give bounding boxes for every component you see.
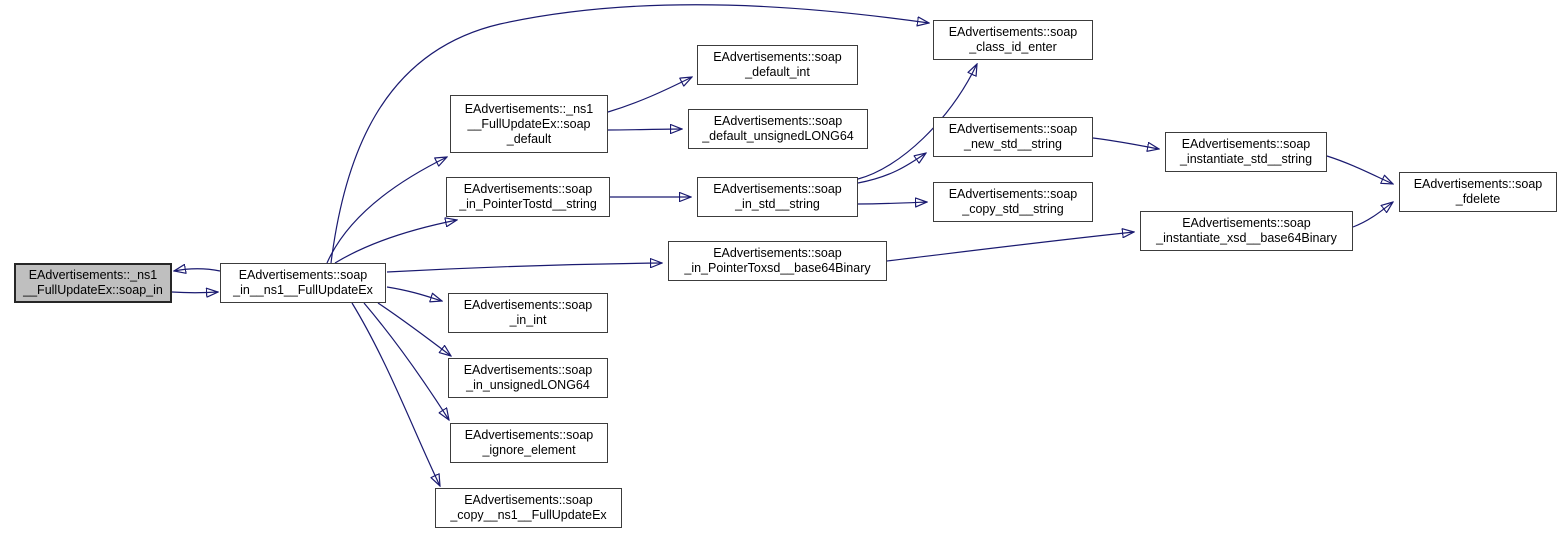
node-label-line: _fdelete: [1455, 192, 1501, 206]
edge-hub-to-copy-ns1-fullupdateex: [351, 302, 440, 486]
node-soap-copy-std-string[interactable]: EAdvertisements::soap _copy_std__string: [933, 182, 1093, 222]
node-soap-in-pointertoxsd-base64binary[interactable]: EAdvertisements::soap _in_PointerToxsd__…: [668, 241, 887, 281]
node-label-line: _in_std__string: [735, 197, 820, 211]
node-label-line: EAdvertisements::soap: [1413, 177, 1543, 191]
edge-hub-to-in-unsignedlong64: [377, 302, 451, 356]
edge-in-std-string-to-class-id-enter: [857, 64, 977, 180]
node-label-line: _in__ns1__FullUpdateEx: [233, 283, 373, 297]
node-soap-in-unsignedlong64[interactable]: EAdvertisements::soap _in_unsignedLONG64: [448, 358, 608, 398]
node-label-line: _default: [506, 131, 552, 146]
node-label-line: _copy_std__string: [962, 202, 1064, 216]
node-label-line: EAdvertisements::soap: [1182, 216, 1311, 230]
node-soap-instantiate-std-string[interactable]: EAdvertisements::soap _instantiate_std__…: [1165, 132, 1327, 172]
edge-soap-in-to-hub: [171, 292, 218, 293]
edge-hub-to-in-pointertoxsd-base64binary: [386, 263, 662, 273]
node-label-line: _default_unsignedLONG64: [702, 129, 854, 143]
node-label-line: _ignore_element: [482, 443, 576, 457]
node-label-line: _in_int: [509, 313, 547, 327]
node-label-line: EAdvertisements::soap: [948, 122, 1078, 136]
node-label-line: _instantiate_xsd__base64Binary: [1156, 231, 1337, 245]
node-soap-in-pointertostd-string[interactable]: EAdvertisements::soap _in_PointerTostd__…: [446, 177, 610, 217]
node-label-line: __FullUpdateEx::soap_in: [23, 283, 163, 297]
node-ns1-fullupdateex-soap-default[interactable]: EAdvertisements::_ns1 __FullUpdateEx::so…: [450, 95, 608, 153]
node-soap-ignore-element[interactable]: EAdvertisements::soap _ignore_element: [450, 423, 608, 463]
node-label-line: EAdvertisements::soap: [463, 298, 593, 312]
node-label-line: EAdvertisements::soap: [464, 428, 594, 442]
node-soap-default-unsignedlong64[interactable]: EAdvertisements::soap _default_unsignedL…: [688, 109, 868, 149]
node-label-line: _new_std__string: [964, 137, 1062, 151]
node-label-line: EAdvertisements::soap: [464, 493, 593, 507]
node-label-line: _in_PointerToxsd__base64Binary: [684, 261, 871, 275]
edge-hub-to-in-int: [386, 286, 442, 301]
node-label-line: EAdvertisements::soap: [463, 182, 593, 196]
edge-hub-to-in-pointertostd-string: [334, 220, 457, 264]
node-label-line: EAdvertisements::soap: [948, 187, 1078, 201]
node-label-line: EAdvertisements::soap: [713, 182, 842, 196]
edge-instantiate-std-string-to-fdelete: [1326, 155, 1393, 184]
node-label-line: EAdvertisements::soap: [713, 50, 842, 64]
node-soap-class-id-enter[interactable]: EAdvertisements::soap _class_id_enter: [933, 20, 1093, 60]
node-label-line: EAdvertisements::soap: [948, 25, 1078, 39]
edge-soap-default-to-default-unsignedlong64: [607, 129, 682, 130]
node-soap-in-int[interactable]: EAdvertisements::soap _in_int: [448, 293, 608, 333]
edge-new-std-string-to-instantiate-std-string: [1092, 137, 1159, 149]
node-label-line: EAdvertisements::_ns1: [28, 268, 158, 282]
node-label-line: EAdvertisements::_ns1: [464, 101, 594, 116]
edge-soap-default-to-default-int: [607, 77, 692, 113]
node-soap-new-std-string[interactable]: EAdvertisements::soap _new_std__string: [933, 117, 1093, 157]
node-label-line: _copy__ns1__FullUpdateEx: [450, 508, 607, 522]
node-label-line: EAdvertisements::soap: [238, 268, 368, 282]
node-soap-in-std-string[interactable]: EAdvertisements::soap _in_std__string: [697, 177, 858, 217]
node-label-line: _in_PointerTostd__string: [459, 197, 597, 211]
node-label-line: EAdvertisements::soap: [1181, 137, 1311, 151]
node-label-line: EAdvertisements::soap: [713, 246, 842, 260]
node-label-line: EAdvertisements::soap: [463, 363, 593, 377]
edge-hub-to-class-id-enter: [330, 4, 929, 264]
node-label-line: _instantiate_std__string: [1179, 152, 1313, 166]
node-label-line: __FullUpdateEx::soap: [467, 116, 591, 131]
edge-hub-to-soap-default: [326, 157, 447, 264]
edge-hub-to-ignore-element: [363, 302, 449, 420]
edge-instantiate-xsd-base64binary-to-fdelete: [1352, 202, 1393, 228]
node-soap-instantiate-xsd-base64binary[interactable]: EAdvertisements::soap _instantiate_xsd__…: [1140, 211, 1353, 251]
node-ns1-fullupdateex-soap-in: EAdvertisements::_ns1 __FullUpdateEx::so…: [14, 263, 172, 303]
edge-in-pointertoxsd-to-instantiate-xsd-base64binary: [886, 232, 1134, 262]
node-soap-copy-ns1-fullupdateex[interactable]: EAdvertisements::soap _copy__ns1__FullUp…: [435, 488, 622, 528]
node-label-line: _default_int: [745, 65, 810, 79]
node-label-line: EAdvertisements::soap: [713, 114, 843, 128]
node-soap-default-int[interactable]: EAdvertisements::soap _default_int: [697, 45, 858, 85]
node-soap-in-ns1-fullupdateex[interactable]: EAdvertisements::soap _in__ns1__FullUpda…: [220, 263, 386, 303]
node-label-line: _class_id_enter: [969, 40, 1057, 54]
edge-hub-to-soap-in: [174, 269, 221, 271]
node-label-line: _in_unsignedLONG64: [466, 378, 590, 392]
node-soap-fdelete[interactable]: EAdvertisements::soap _fdelete: [1399, 172, 1557, 212]
edge-in-std-string-to-new-std-string: [857, 153, 926, 184]
edge-in-std-string-to-copy-std-string: [857, 202, 927, 204]
